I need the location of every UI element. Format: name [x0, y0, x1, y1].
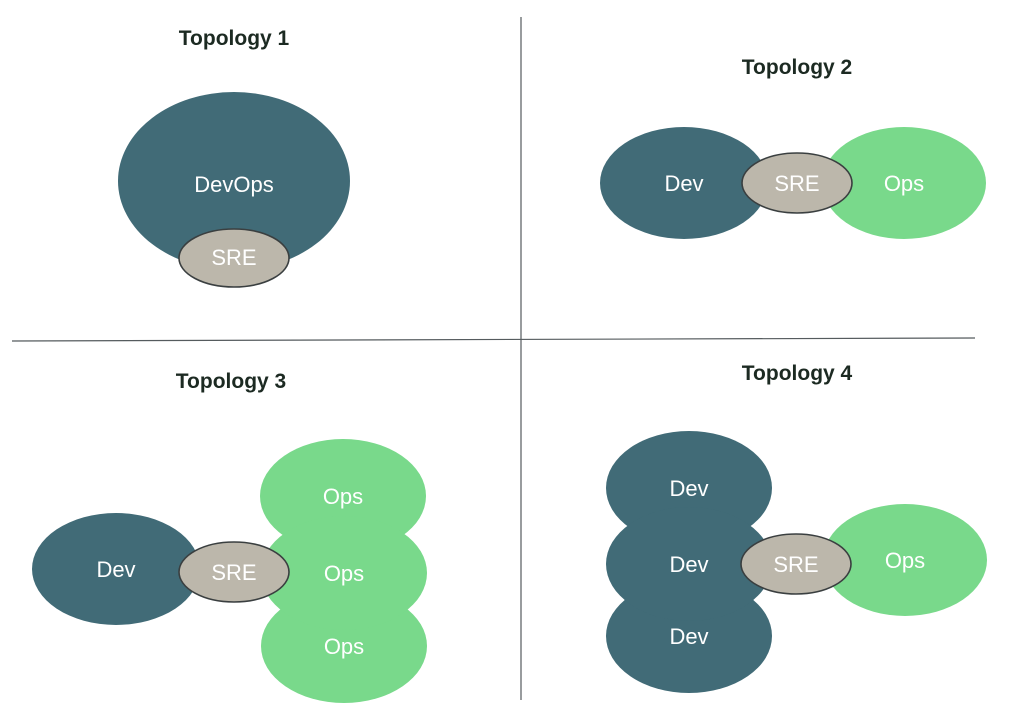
- topology-4-panel: Topology 4 Dev Dev Dev Ops SRE: [606, 362, 987, 693]
- sre-ellipse: [741, 152, 853, 214]
- ops-label: Ops: [885, 548, 925, 573]
- ops-ellipse: [822, 127, 986, 239]
- devops-ellipse: [118, 92, 350, 270]
- topology-1-sre-node: SRE: [178, 228, 290, 288]
- horizontal-divider: [11, 337, 976, 342]
- ops-label: Ops: [323, 484, 363, 509]
- dev-label: Dev: [669, 624, 708, 649]
- topology-4-title: Topology 4: [742, 362, 853, 385]
- sre-ellipse: [178, 228, 290, 288]
- topology-3-dev-node: Dev: [32, 513, 200, 625]
- topology-1-panel: Topology 1 DevOps SRE: [118, 27, 350, 288]
- ops-ellipse: [261, 516, 427, 630]
- dev-ellipse: [600, 127, 768, 239]
- topology-2-sre-node: SRE: [741, 152, 853, 214]
- devops-label: DevOps: [194, 172, 273, 197]
- topology-4-sre-node: SRE: [740, 533, 852, 595]
- topology-1-devops-node: DevOps: [118, 92, 350, 270]
- sre-ellipse: [178, 541, 290, 603]
- dev-label: Dev: [96, 557, 135, 582]
- topology-2-dev-node: Dev: [600, 127, 768, 239]
- sre-label: SRE: [774, 171, 819, 196]
- topology-4-ops-node: Ops: [823, 504, 987, 616]
- ops-label: Ops: [324, 634, 364, 659]
- ops-ellipse: [823, 504, 987, 616]
- dev-ellipse: [606, 507, 772, 621]
- topology-2-title: Topology 2: [742, 56, 852, 79]
- topology-2-panel: Topology 2 Dev Ops SRE: [600, 56, 986, 239]
- topology-3-panel: Topology 3 Ops Ops Ops Dev SRE: [32, 370, 427, 703]
- sre-label: SRE: [211, 560, 256, 585]
- dev-ellipse: [32, 513, 200, 625]
- sre-ellipse: [740, 533, 852, 595]
- topology-3-title: Topology 3: [176, 370, 286, 393]
- dev-label: Dev: [669, 476, 708, 501]
- sre-label: SRE: [773, 552, 818, 577]
- topology-3-ops-node-middle: Ops: [261, 516, 427, 630]
- topology-3-sre-node: SRE: [178, 541, 290, 603]
- sre-label: SRE: [211, 245, 256, 270]
- topology-1-title: Topology 1: [179, 27, 290, 50]
- ops-label: Ops: [324, 561, 364, 586]
- dev-label: Dev: [664, 171, 703, 196]
- ops-label: Ops: [884, 171, 924, 196]
- topology-4-dev-node-middle: Dev: [606, 507, 772, 621]
- dev-label: Dev: [669, 552, 708, 577]
- topology-2-ops-node: Ops: [822, 127, 986, 239]
